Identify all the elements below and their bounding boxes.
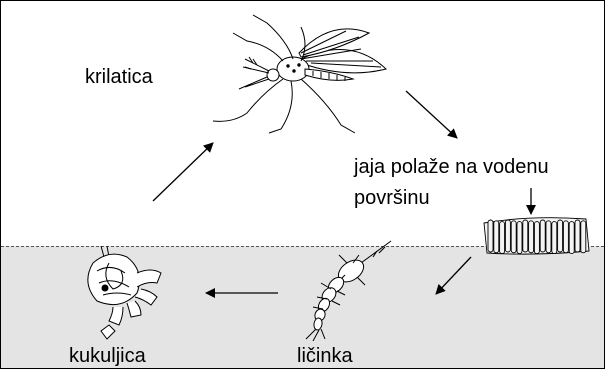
- egg: [511, 221, 516, 253]
- egg: [488, 220, 493, 252]
- egg: [517, 222, 522, 254]
- label-eggs-line-2: površinu: [354, 186, 430, 210]
- mosquito-icon: [213, 15, 386, 133]
- egg: [552, 222, 557, 254]
- arrow-adult-to-eggs: [406, 91, 457, 138]
- egg: [563, 221, 568, 253]
- egg: [529, 221, 534, 253]
- label-larva: ličinka: [297, 344, 353, 368]
- egg: [494, 221, 499, 253]
- egg: [523, 220, 528, 252]
- egg: [569, 222, 574, 254]
- egg: [575, 220, 580, 252]
- egg: [534, 222, 539, 254]
- egg: [581, 221, 586, 253]
- label-pupa: kukuljica: [69, 344, 146, 368]
- egg: [558, 220, 563, 252]
- pupa-icon: [88, 246, 161, 339]
- egg: [546, 221, 551, 253]
- arrow-pupa-to-adult: [153, 143, 213, 201]
- label-adult: krilatica: [85, 65, 153, 89]
- arrow-eggs-to-larva: [436, 257, 471, 294]
- egg: [500, 222, 505, 254]
- larva-icon: [306, 241, 391, 341]
- egg: [540, 220, 545, 252]
- egg-raft-icon: [484, 218, 589, 254]
- label-eggs-line-1: jaja polaže na vodenu: [354, 155, 549, 179]
- egg: [505, 220, 510, 252]
